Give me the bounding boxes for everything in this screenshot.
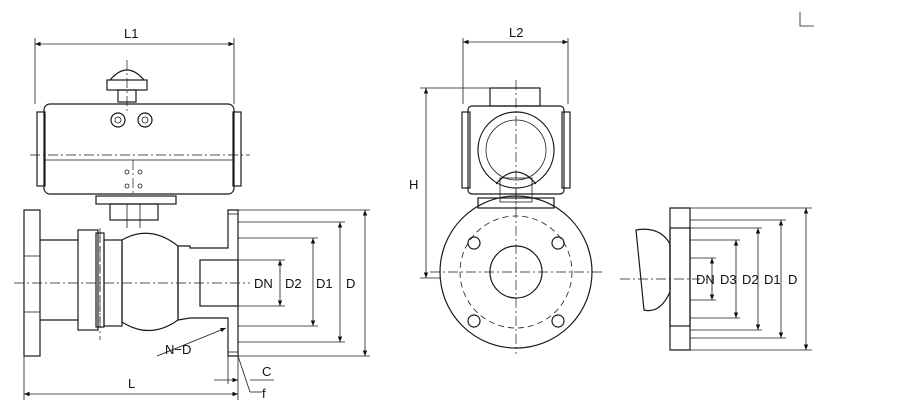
- dim-diameters-left: DN D2 D1 D: [238, 209, 370, 357]
- flange-detail-view: DN D3 D2 D1 D: [620, 207, 812, 351]
- dim-H: H: [409, 87, 490, 279]
- mounting-bracket: [95, 195, 177, 228]
- flange-face: [430, 190, 602, 354]
- label-left-DN: DN: [254, 276, 273, 291]
- label-right-DN: DN: [696, 272, 715, 287]
- label-left-D2: D2: [285, 276, 302, 291]
- label-right-D3: D3: [720, 272, 737, 287]
- label-N-D: N−D: [165, 342, 191, 357]
- label-H: H: [409, 177, 418, 192]
- label-right-D1: D1: [764, 272, 781, 287]
- label-C: C: [262, 364, 271, 379]
- actuator-indicator: [106, 60, 148, 112]
- label-f: f: [262, 386, 266, 401]
- label-left-D: D: [346, 276, 355, 291]
- dim-L1: L1: [34, 26, 235, 104]
- corner-mark: [799, 12, 814, 27]
- label-right-D: D: [788, 272, 797, 287]
- dim-C-f: C f: [214, 355, 274, 401]
- label-left-D1: D1: [316, 276, 333, 291]
- label-right-D2: D2: [742, 272, 759, 287]
- label-L: L: [128, 376, 135, 391]
- actuator-body: [30, 103, 250, 195]
- leader-N-D: N−D: [156, 327, 227, 357]
- dim-L2: L2: [462, 25, 569, 104]
- dim-L: L: [23, 356, 239, 400]
- front-view: L1 L C f N−D: [14, 26, 370, 401]
- label-L1: L1: [124, 26, 138, 41]
- dim-diameters-right: DN D3 D2 D1 D: [690, 207, 812, 351]
- side-view: L2: [409, 25, 602, 354]
- label-L2: L2: [509, 25, 523, 40]
